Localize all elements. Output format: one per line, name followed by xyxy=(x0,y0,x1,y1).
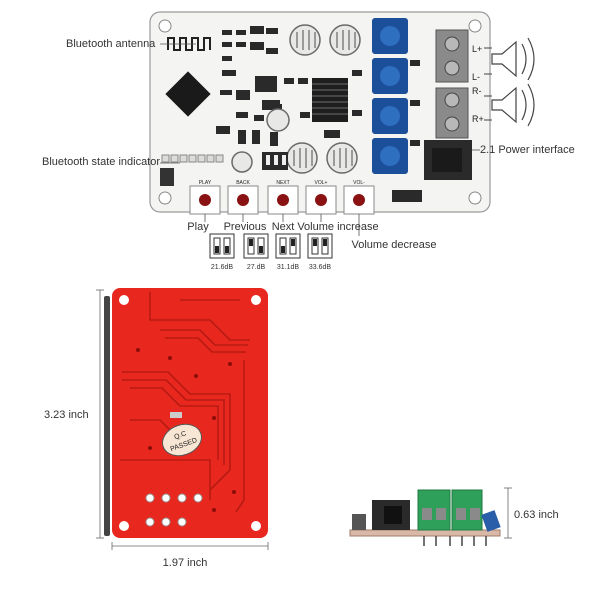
state-indicator-leds xyxy=(161,154,224,163)
bluetooth-antenna-callout: Bluetooth antenna xyxy=(66,38,156,50)
power-interface-callout: 2.1 Power interface xyxy=(480,144,575,156)
play-callout: Play xyxy=(187,221,209,233)
side-view-board xyxy=(349,489,501,546)
top-board: PLAY BACK NEXT VOL+ VOL- L+ L- R- R+ xyxy=(149,11,491,215)
gain-label: 31.1dB xyxy=(277,264,300,271)
width-dimension: 1.97 inch xyxy=(163,557,208,569)
play-button-label: PLAY xyxy=(199,180,212,186)
r-minus-label: R- xyxy=(472,86,482,96)
gain-switch xyxy=(275,233,301,259)
dimension-lines xyxy=(96,289,269,550)
gain-label: 27.dB xyxy=(247,264,266,271)
potentiometers xyxy=(372,18,408,174)
speaker-icon xyxy=(491,37,535,81)
gain-label: 21.6dB xyxy=(211,264,234,271)
l-minus-label: L- xyxy=(472,72,480,82)
next-button-label: NEXT xyxy=(276,180,289,186)
gain-switch xyxy=(243,233,269,259)
r-plus-label: R+ xyxy=(472,114,484,124)
back-side-board: Q.C PASSED xyxy=(104,288,268,538)
stamp-line-1: Q.C xyxy=(173,430,187,441)
volume-increase-callout: Volume increase xyxy=(297,221,378,233)
vol-minus-button-label: VOL- xyxy=(353,180,365,186)
gain-switch xyxy=(307,233,333,259)
speaker-icon xyxy=(491,83,535,127)
gain-switch xyxy=(209,233,235,259)
button-caps xyxy=(199,194,365,206)
previous-callout: Previous xyxy=(224,221,267,233)
next-callout: Next xyxy=(272,221,295,233)
screw-terminal xyxy=(435,29,469,139)
gain-label: 33.6dB xyxy=(309,264,332,271)
back-button-label: BACK xyxy=(236,180,250,186)
height-dimension: 3.23 inch xyxy=(44,409,89,421)
smd-components xyxy=(216,26,420,146)
thickness-dimension: 0.63 inch xyxy=(514,509,559,521)
gain-switch-group xyxy=(209,233,333,259)
bluetooth-state-indicator-callout: Bluetooth state indicator xyxy=(42,156,160,168)
button-row xyxy=(189,185,375,215)
qc-passed-stamp: Q.C PASSED xyxy=(162,423,202,457)
bluetooth-chip xyxy=(165,71,211,117)
volume-decrease-callout: Volume decrease xyxy=(352,239,437,251)
l-plus-label: L+ xyxy=(472,44,482,54)
vol-plus-button-label: VOL+ xyxy=(315,180,328,186)
amplifier-ic xyxy=(312,78,348,122)
